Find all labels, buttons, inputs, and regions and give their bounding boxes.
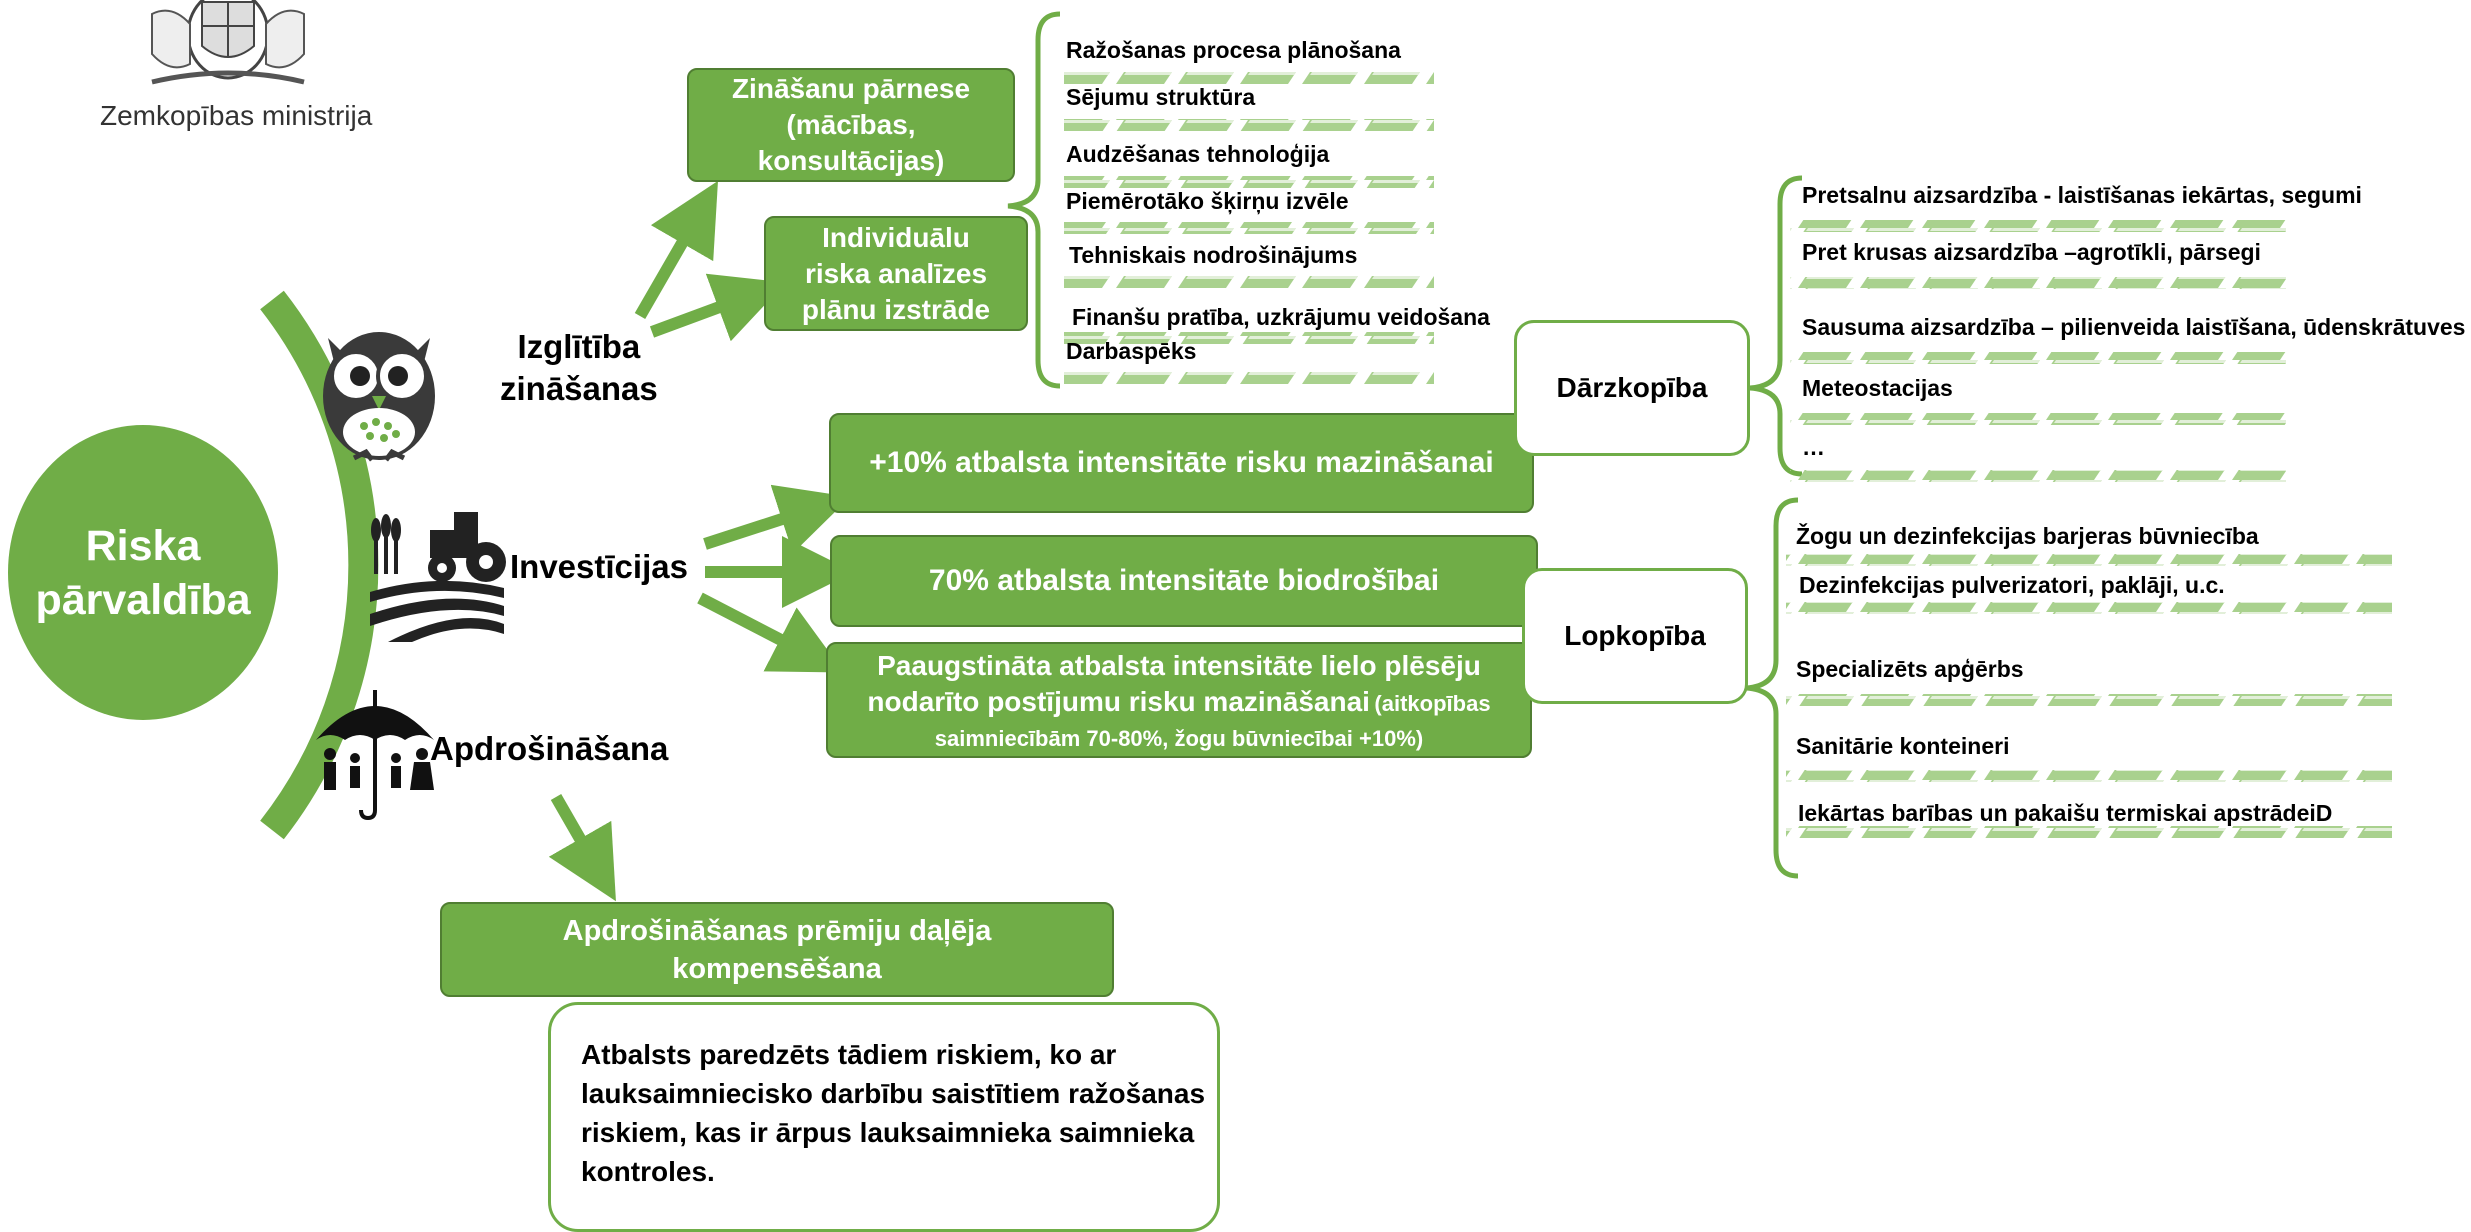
knowledge-transfer-line2: (mācības, <box>786 109 916 140</box>
insurance-note-line1: Atbalsts paredzēts tādiem riskiem, ko ar <box>581 1039 1117 1070</box>
biosecurity-intensity-box: 70% atbalsta intensitāte biodrošībai <box>830 535 1538 627</box>
predators-line1: Paaugstināta atbalsta intensitāte lielo … <box>877 649 1481 681</box>
knowledge-transfer-line1: Zināšanu pārnese <box>731 73 971 104</box>
horticulture-item: Meteostacijas <box>1802 375 1953 401</box>
education-topic: Audzēšanas tehnoloģija <box>1066 141 1330 167</box>
insurance-note-line2: lauksaimniecisko darbību saistītiem ražo… <box>581 1078 1206 1109</box>
predators-line2: nodarīto postījumu risku mazināšanai <box>867 685 1370 717</box>
knowledge-transfer-box: Zināšanu pārnese (mācības, konsultācijas… <box>687 68 1015 182</box>
predators-intensity-box: Paaugstināta atbalsta intensitāte lielo … <box>826 642 1532 758</box>
livestock-item: Sanitārie konteineri <box>1796 733 2010 759</box>
education-topic: Darbaspēks <box>1066 338 1197 364</box>
livestock-box: Lopkopība <box>1522 568 1748 704</box>
livestock-item: Žogu un dezinfekcijas barjeras būvniecīb… <box>1796 523 2259 549</box>
risk-plans-line1: Individuālu <box>822 221 970 253</box>
education-topic: Piemērotāko šķirņu izvēle <box>1066 188 1349 214</box>
risk-plans-line3: plānu izstrāde <box>801 293 991 325</box>
risk-plans-box: Individuālu riska analīzes plānu izstrād… <box>764 216 1028 331</box>
education-topic: Sējumu struktūra <box>1066 84 1256 110</box>
insurance-note-line4: kontroles. <box>581 1156 715 1187</box>
pillar-insurance-label: Apdrošināšana <box>430 730 669 767</box>
insurance-premium-box: Apdrošināšanas prēmiju daļēja kompensēša… <box>440 902 1114 997</box>
insurance-note-line3: riskiem, kas ir ārpus lauksaimnieka saim… <box>581 1117 1195 1148</box>
horticulture-item: Pretsalnu aizsardzība - laistīšanas iekā… <box>1802 182 2362 208</box>
education-brace <box>1007 11 1061 389</box>
insurance-premium-line2: kompensēšana <box>672 952 882 985</box>
owl-icon <box>314 318 444 464</box>
umbrella-family-icon <box>310 682 440 821</box>
farm-tractor-icon <box>368 496 506 642</box>
horticulture-item: Pret krusas aizsardzība –agrotīkli, pārs… <box>1802 239 2261 265</box>
livestock-item: Dezinfekcijas pulverizatori, paklāji, u.… <box>1799 572 2225 598</box>
horticulture-item: Sausuma aizsardzība – pilienveida laistī… <box>1802 314 2466 340</box>
horticulture-brace <box>1749 175 1803 477</box>
knowledge-transfer-line3: konsultācijas) <box>757 145 945 176</box>
center-title-line1: Riska <box>85 521 201 570</box>
horticulture-item: … <box>1802 434 1825 460</box>
horticulture-box: Dārzkopība <box>1514 320 1750 456</box>
education-topic: Tehniskais nodrošinājums <box>1069 242 1358 268</box>
risk-plans-line2: riska analīzes <box>804 257 988 289</box>
pillars-arc <box>260 290 379 840</box>
center-title-line2: pārvaldība <box>35 575 251 624</box>
predators-note1: (aitkopības <box>1374 690 1491 716</box>
pillar-education-label: Izglītība zināšanas <box>500 326 658 410</box>
ministry-name: Zemkopības ministrija <box>100 100 373 131</box>
coat-of-arms-logo <box>132 0 324 94</box>
center-circle: Riska pārvaldība <box>8 425 278 720</box>
livestock-item: Iekārtas barības un pakaišu termiskai ap… <box>1798 800 2333 826</box>
predators-note2: saimniecībām 70-80%, žogu būvniecībai +1… <box>934 725 1424 751</box>
pillar-education-line1: Izglītība <box>517 328 641 365</box>
education-topic: Finanšu pratība, uzkrājumu veidošana <box>1072 304 1490 330</box>
education-topic: Ražošanas procesa plānošana <box>1066 37 1401 63</box>
plus10-intensity-box: +10% atbalsta intensitāte risku mazināša… <box>829 413 1534 513</box>
pillar-investments-label: Investīcijas <box>510 548 688 585</box>
livestock-item: Specializēts apģērbs <box>1796 656 2024 682</box>
pillar-education-line2: zināšanas <box>500 370 658 407</box>
insurance-note-box: Atbalsts paredzēts tādiem riskiem, ko ar… <box>548 1002 1220 1232</box>
insurance-premium-line1: Apdrošināšanas prēmiju daļēja <box>562 914 992 947</box>
